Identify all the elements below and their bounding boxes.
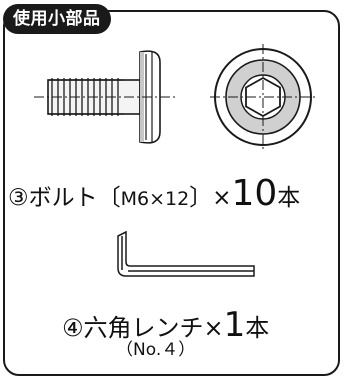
bolt-quantity: 10 bbox=[231, 173, 278, 214]
wrench-model-number: （No.４） bbox=[116, 340, 196, 360]
bolt-spec-open: 〔 bbox=[97, 185, 121, 211]
bolt-times: × bbox=[212, 185, 232, 211]
parts-title-badge: 使用小部品 bbox=[3, 4, 111, 34]
bolt-name: ボルト bbox=[28, 185, 98, 211]
wrench-quantity: 1 bbox=[223, 305, 246, 345]
bolt-head-end-view bbox=[210, 44, 316, 150]
wrench-name: 六角レンチ bbox=[83, 314, 204, 342]
bolt-spec: M6×12 bbox=[120, 188, 190, 210]
bolt-spec-close: 〕 bbox=[189, 185, 213, 211]
hex-wrench-icon bbox=[117, 230, 255, 277]
wrench-caption: ④六角レンチ×1本 bbox=[62, 308, 269, 345]
wrench-times: × bbox=[203, 314, 224, 342]
bolt-number: ③ bbox=[8, 185, 29, 211]
wrench-number: ④ bbox=[62, 314, 84, 342]
parts-panel bbox=[3, 10, 340, 376]
bolt-caption: ③ボルト〔M6×12〕×10本 bbox=[8, 176, 350, 217]
bolt-unit: 本 bbox=[277, 185, 301, 211]
wrench-unit: 本 bbox=[245, 314, 270, 342]
